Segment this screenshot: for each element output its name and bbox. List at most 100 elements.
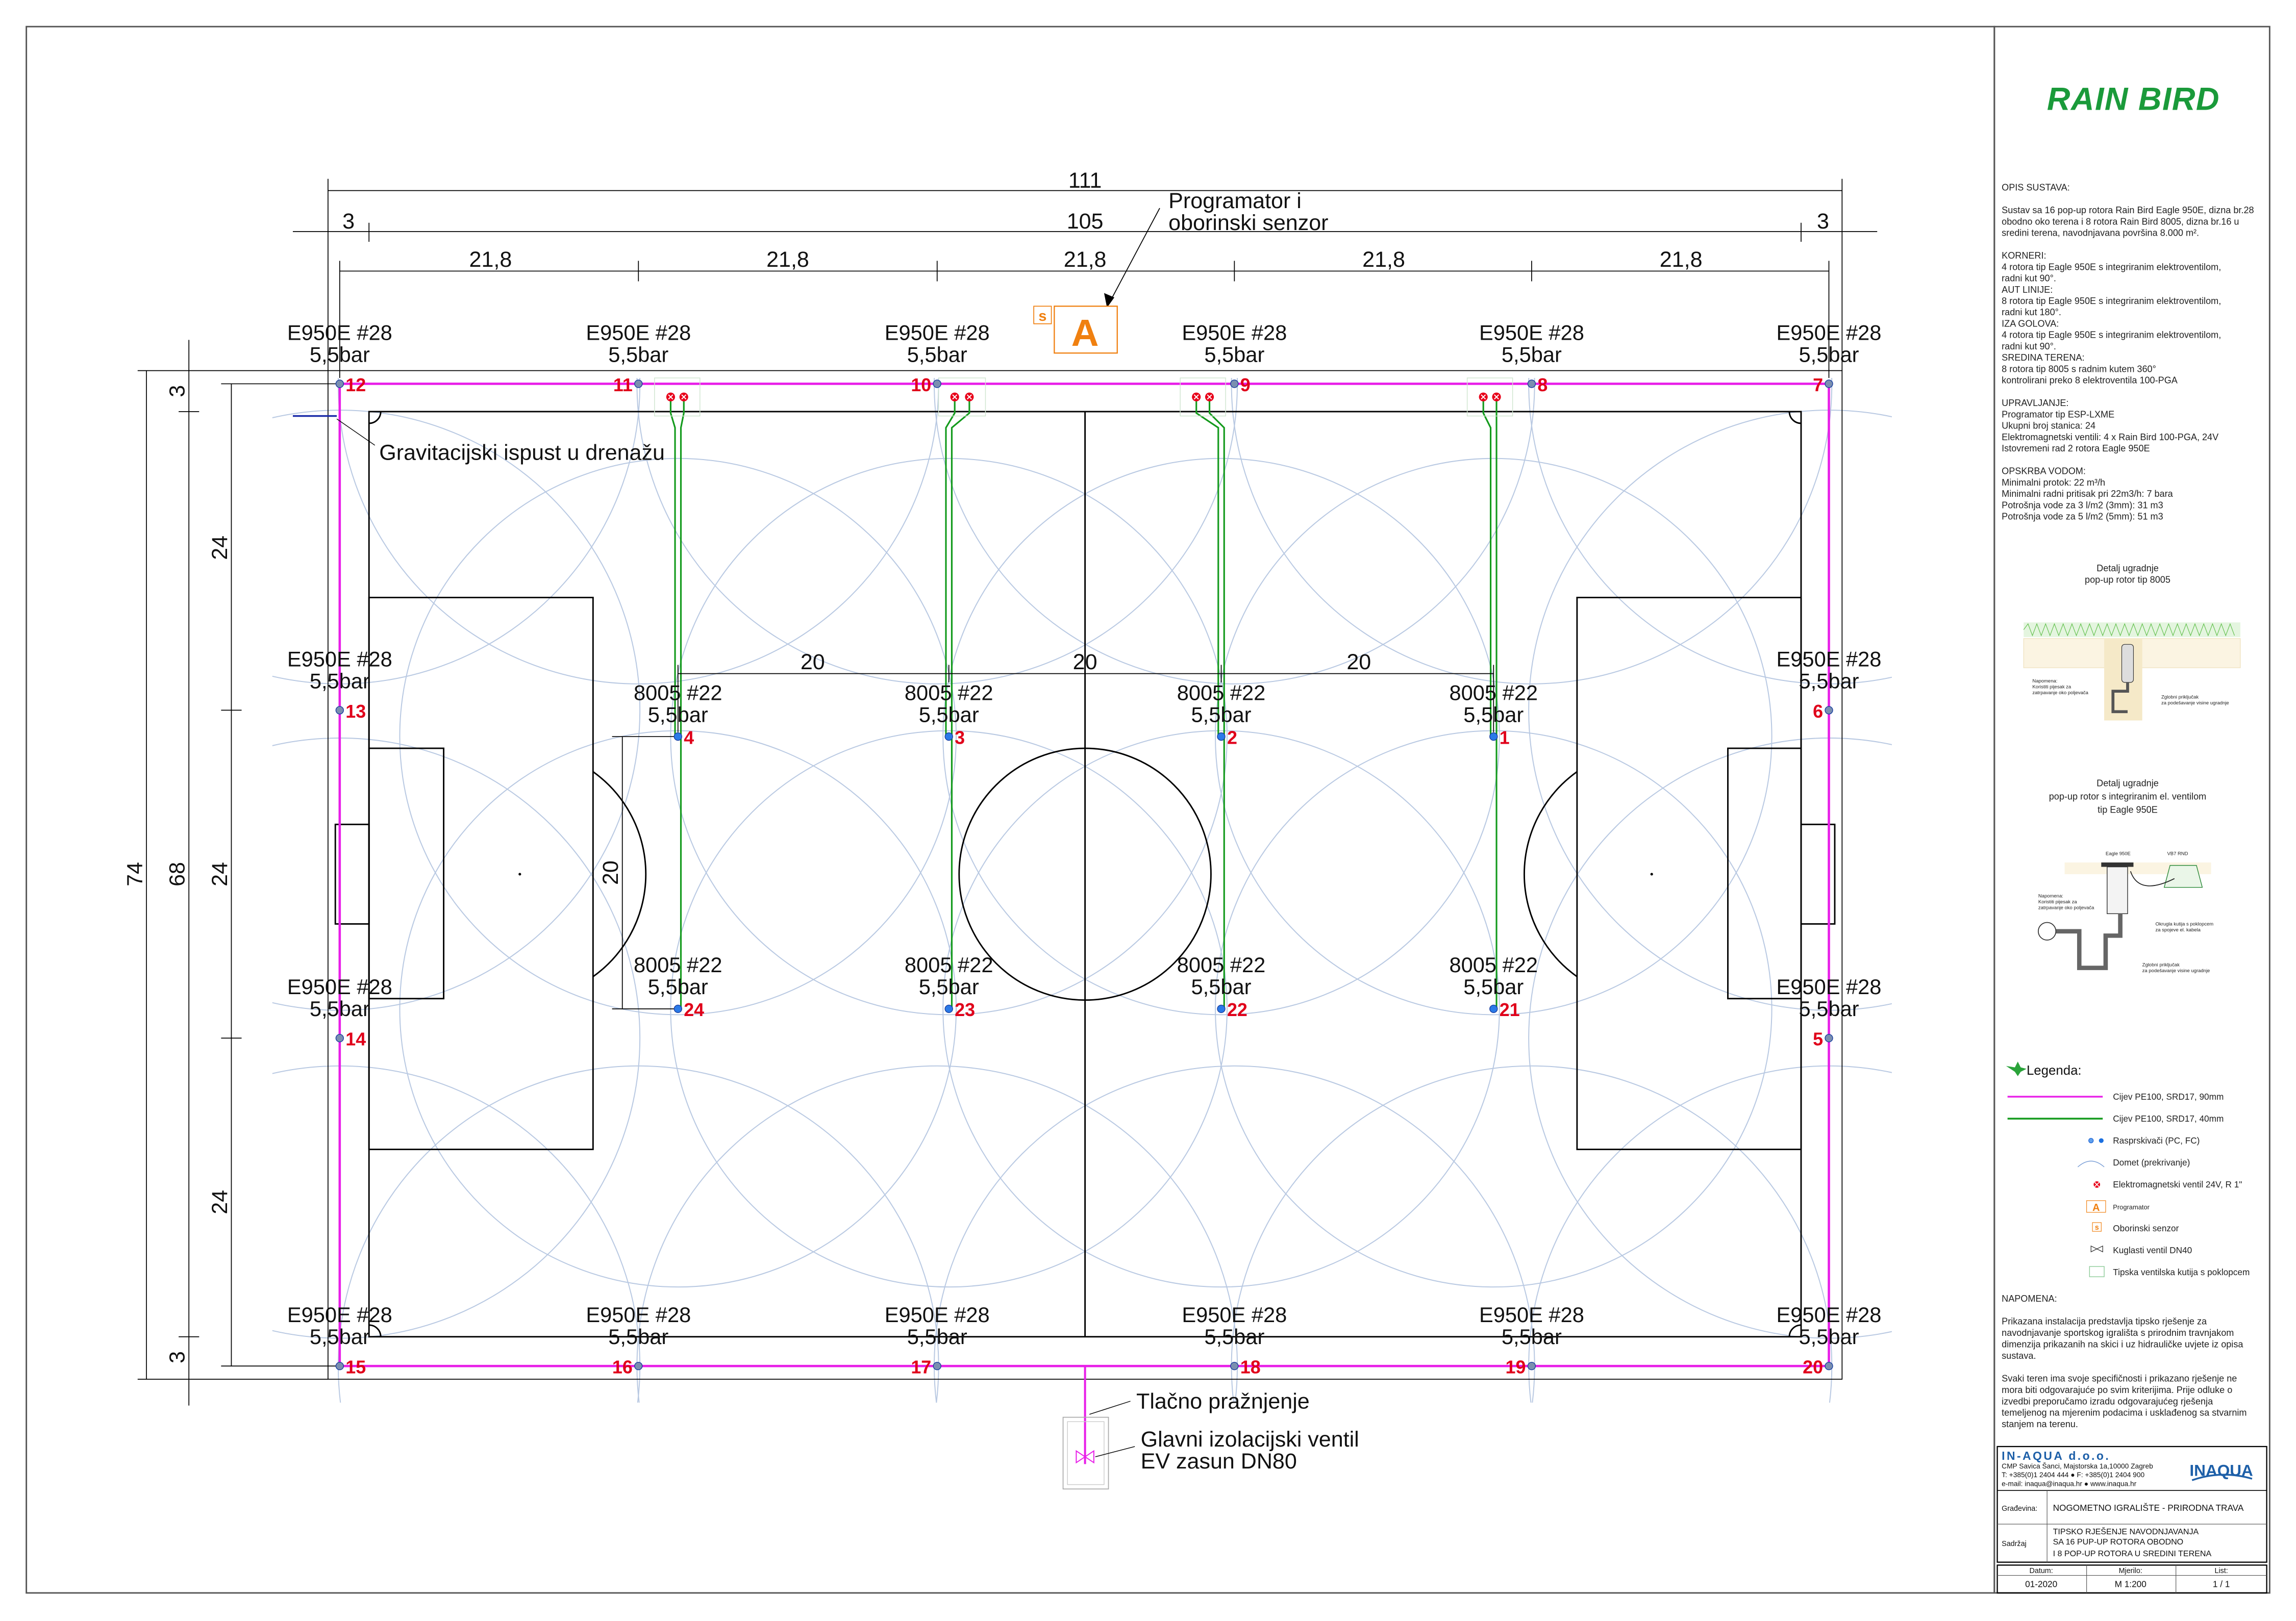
svg-text:VB7 RND: VB7 RND [2167,851,2188,857]
description-line: radni kut 90°. [2002,341,2056,351]
dim-center-spacing: 20 [1073,650,1097,674]
dimension-labels: 111 105 3 3 21,8 21,8 21,8 21,8 21,8 20 … [122,168,1829,1363]
sprinkler-head-icon[interactable] [1230,379,1239,388]
sprinkler-head-icon[interactable] [634,379,643,388]
sprinkler-number: 8 [1537,375,1548,395]
sheet-label: List: [2214,1567,2228,1575]
pressure-drain-callout: Tlačno pražnjenje [1136,1389,1310,1413]
sprinkler-pressure: 5,5bar [919,975,979,999]
valve-cross-icon [1494,394,1500,400]
svg-text:Napomena:: Napomena: [2032,678,2057,684]
rain-sensor-symbol[interactable] [1033,306,1052,324]
svg-text:Napomena:: Napomena: [2038,894,2063,899]
sprinkler-model: E950E #28 [1479,320,1584,344]
sprinkler-head-icon[interactable] [335,706,344,715]
sprinkler-head-icon[interactable] [1489,1004,1498,1014]
sprinkler-pressure: 5,5bar [648,975,708,999]
description-line: 8 rotora tip Eagle 950E s integriranim e… [2002,296,2221,306]
sprinkler-number: 14 [345,1029,366,1050]
company-phone: T: +385(0)1 2404 444 ● F: +385(0)1 2404 … [2002,1471,2144,1479]
sprinkler-head-icon[interactable] [933,379,941,388]
main-valve-assembly: Tlačno pražnjenje Glavni izolacijski ven… [1062,1389,1359,1490]
note-line: izvedbi preporučamo izradu odgovarajućeg… [2002,1396,2213,1406]
sprinkler-head-icon[interactable] [1217,732,1226,741]
sprinkler-pressure: 5,5bar [1204,1325,1264,1349]
sprinkler-head-icon[interactable] [335,379,344,388]
note-line: stanjem na terenu. [2002,1419,2078,1429]
controller-symbol[interactable] [1054,306,1118,354]
sprinkler-head-icon[interactable] [933,1361,941,1371]
sprinkler-head-icon[interactable] [1825,1034,1833,1043]
sprinkler-head-icon[interactable] [335,1361,344,1371]
sprinkler-model: 8005 #22 [905,680,993,704]
description-line: 4 rotora tip Eagle 950E s integriranim e… [2002,262,2221,272]
sprinkler-head-icon[interactable] [673,732,682,741]
sprinkler-head-icon[interactable] [1217,1004,1226,1014]
legend-title: Legenda: [2027,1063,2082,1078]
sprinkler-head-icon[interactable] [634,1361,643,1371]
sprinkler-pressure: 5,5bar [310,997,370,1021]
svg-text:RAIN BIRD: RAIN BIRD [2047,82,2220,117]
sprinkler-head-icon[interactable] [1825,706,1833,715]
detail1-title: Detalj ugradnje [2097,563,2159,573]
sprinkler-head-icon[interactable] [1489,732,1498,741]
legend-item: Programator [2113,1203,2150,1211]
sprinkler-head-icon[interactable] [944,1004,953,1014]
drain-callout: Gravitacijski ispust u drenažu [379,441,665,465]
lateral-pipe [680,398,685,1009]
sprinkler-head-icon[interactable] [335,1034,344,1043]
sprinkler-head-icon[interactable] [1230,1361,1239,1371]
sprinkler-model: E950E #28 [1777,975,1882,999]
sprinkler-model: E950E #28 [287,647,392,671]
sprinkler-model: E950E #28 [1777,1303,1882,1327]
sprinkler-number: 10 [911,375,931,395]
sprinkler-head-icon[interactable] [944,732,953,741]
sprinkler-head-icon[interactable] [1527,379,1536,388]
sprinkler-head-icon[interactable] [1825,1361,1833,1371]
sprinkler-model: 8005 #22 [905,953,993,977]
detail1-subtitle: pop-up rotor tip 8005 [2085,575,2170,585]
gate-valve-icon [1076,1450,1094,1464]
description-line: Programator tip ESP-LXME [2002,409,2114,419]
controller-callout-line2: oborinski senzor [1168,211,1328,235]
sprinkler-head-icon[interactable] [673,1004,682,1014]
legend-item: Oborinski senzor [2113,1223,2179,1233]
valve-cross-icon [1207,394,1212,400]
right-penalty-spot [1650,873,1653,876]
sprinkler-head-icon[interactable] [1825,379,1833,388]
sprinkler-head-icon[interactable] [1527,1361,1536,1371]
drain-leader [336,418,376,446]
note-line: Prikazana instalacija predstavlja tipsko… [2002,1316,2207,1327]
controller-callout-line1: Programator i [1168,189,1302,213]
valve-box [938,377,986,417]
sprinkler-number: 22 [1227,1000,1247,1020]
right-penalty-arc [1524,771,1578,977]
description-line: UPRAVLJANJE: [2002,398,2068,408]
sprinkler-model: E950E #28 [287,320,392,344]
sprinkler-number: 3 [955,727,965,748]
